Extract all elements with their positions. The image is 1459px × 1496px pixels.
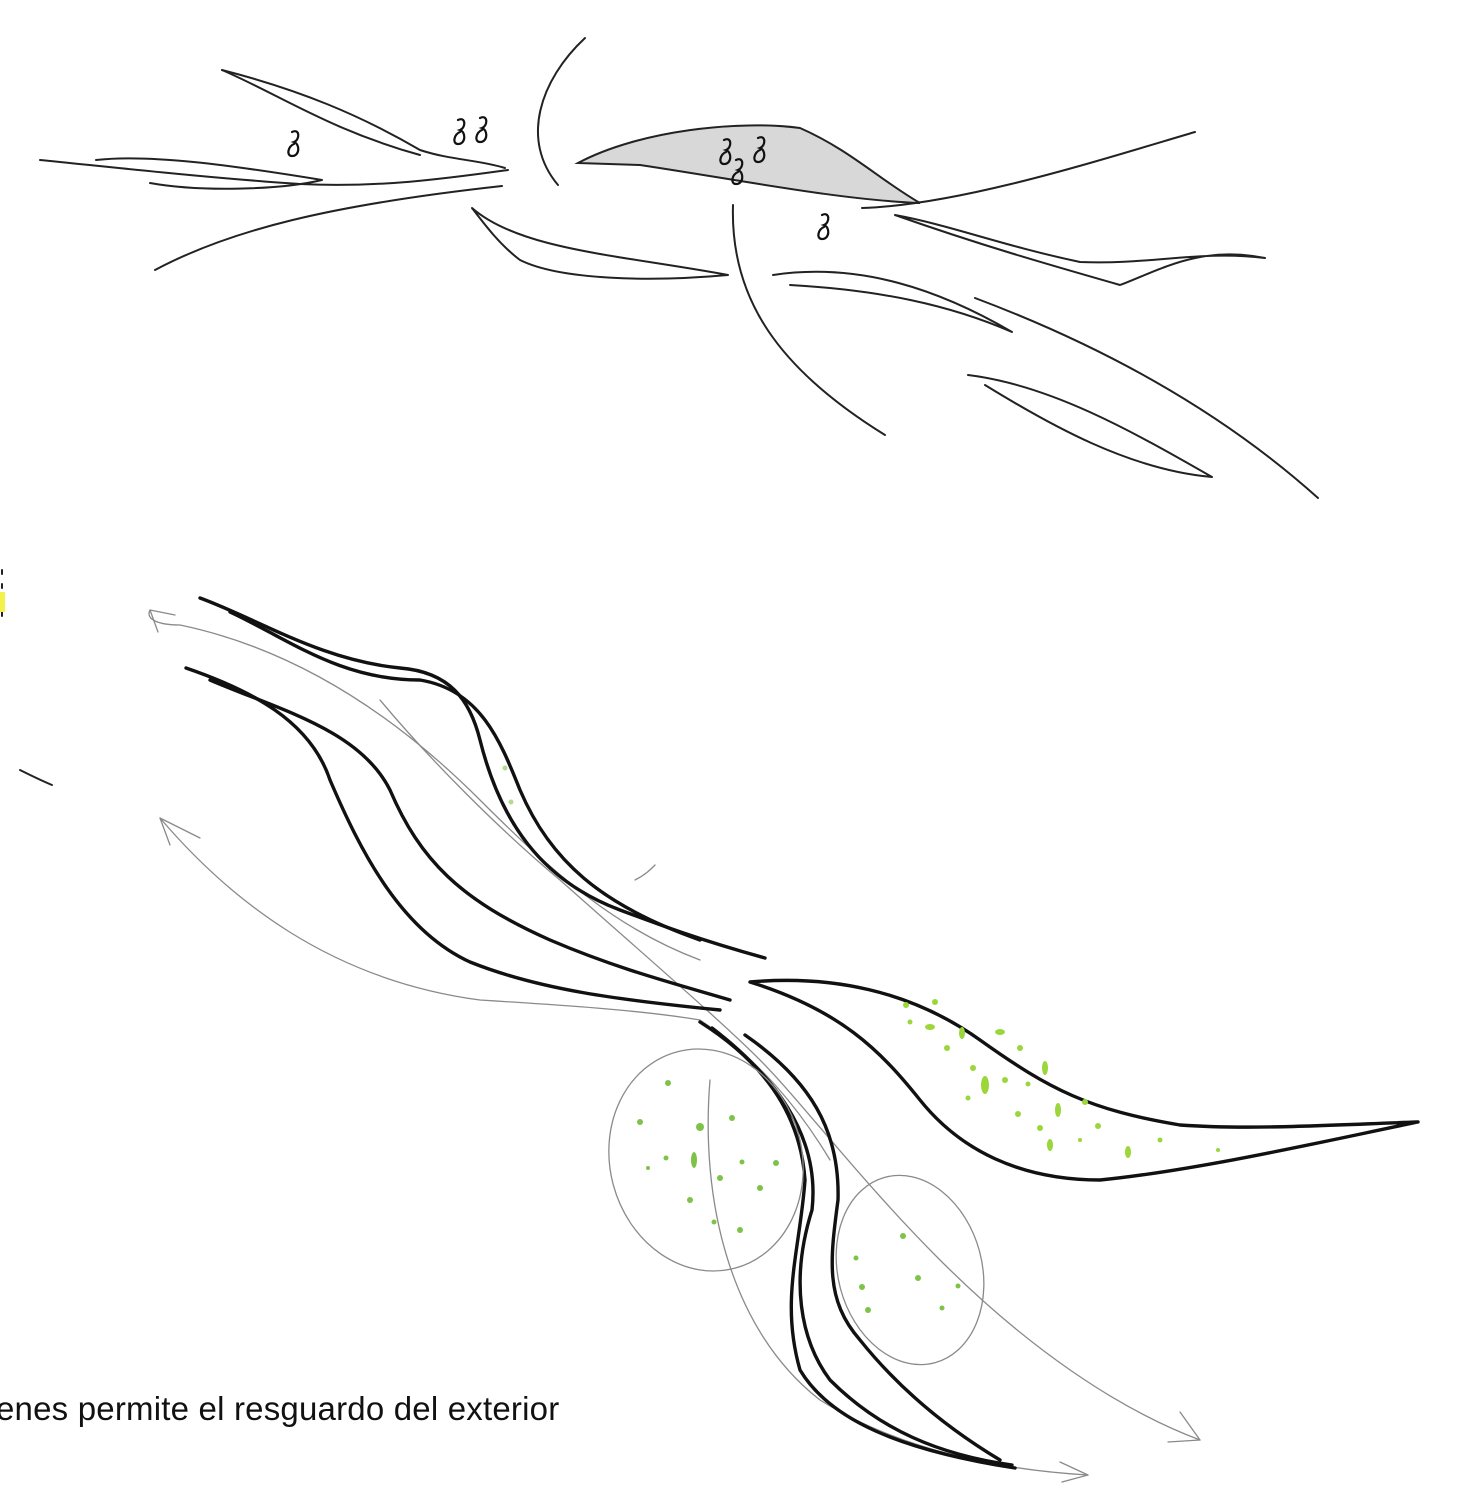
vegetation-dot [1078,1138,1082,1142]
person-figure [476,117,486,142]
roof-wing-left-inner [222,70,420,155]
vegetation-dot [1158,1138,1163,1143]
person-figure [454,119,464,144]
vegetation-dot [865,1307,871,1313]
planting-bed-left [584,1027,827,1293]
vegetation-dot [773,1160,779,1166]
vegetation-dot [712,1220,717,1225]
ground-line-right [862,132,1195,208]
person-figure [818,214,828,239]
vegetation-dot [959,1027,965,1039]
person-figure [288,131,298,156]
small-tick [635,865,655,880]
vegetation-dot [1095,1123,1101,1129]
section-sketch [40,38,1318,498]
vegetation-dot [757,1185,763,1191]
vegetation-dot [1017,1045,1023,1051]
vegetation-dot [970,1065,976,1071]
leaf-shape-right [773,272,1012,332]
margin-fragment [20,770,52,785]
ground-line-lower [155,186,502,270]
vegetation-dot [509,800,514,805]
vegetation-dot [966,1096,971,1101]
vegetation-dot [981,1076,989,1094]
vegetation-dot [696,1123,704,1131]
vegetation-dot [1055,1103,1061,1117]
leaf-shape-left [96,158,322,188]
vegetation-dot [1082,1099,1088,1105]
vegetation-dot [691,1152,697,1168]
vegetation-dot [665,1080,671,1086]
vegetation-dot [940,1306,945,1311]
circulation-line-center [380,700,1200,1440]
vegetation-dot [1015,1111,1021,1117]
vegetation-dot [903,1002,909,1008]
circulation-arrow-left [160,818,830,1160]
planted-wedge [750,980,1418,1180]
circulation-arrow-head [150,610,175,632]
wing-right-top [895,215,1265,285]
vegetation-dot [1042,1061,1048,1075]
vegetation-dot [944,1045,950,1051]
vegetation-dot [956,1284,961,1289]
vegetation-dot [859,1284,865,1290]
vegetation-dot [740,1160,745,1165]
vegetation-dot [637,1119,643,1125]
vegetation-dot [503,766,508,771]
vegetation-dot [1002,1077,1008,1083]
vegetation-dot [1037,1125,1043,1131]
circulation-arrow-head [1060,1462,1088,1482]
vegetation-dot [925,1024,935,1030]
vegetation-dot [737,1227,743,1233]
caption-text: enes permite el resguardo del exterior [0,1390,559,1428]
diagonal-line [733,205,885,435]
leaf-shape-bottom-right [968,375,1212,477]
vegetation-dot [729,1115,735,1121]
vegetation-dot [1125,1146,1131,1158]
leaf-shape-center [472,208,728,279]
shaded-roof [578,125,920,203]
vegetation-dot [995,1029,1005,1035]
vegetation-dot [854,1256,859,1261]
vegetation-dot [932,999,938,1005]
wall-outer-lower [186,668,720,1010]
vegetation-dot [1047,1139,1053,1151]
vegetation-dot [1216,1148,1220,1152]
vegetation-dot [717,1175,723,1181]
plan-sketch [0,570,1418,1482]
vegetation-dot [908,1020,913,1025]
yellow-highlight [0,592,5,612]
wall-inner-lower [210,680,730,1000]
planting-bed-right [816,1159,1005,1382]
vegetation-dot [664,1156,669,1161]
vegetation-dot [900,1233,906,1239]
wing-right-long [975,298,1318,498]
vegetation-dot [687,1197,693,1203]
vegetation-dot [915,1275,921,1281]
vegetation-dot [1026,1082,1031,1087]
vegetation-dot [646,1166,650,1170]
